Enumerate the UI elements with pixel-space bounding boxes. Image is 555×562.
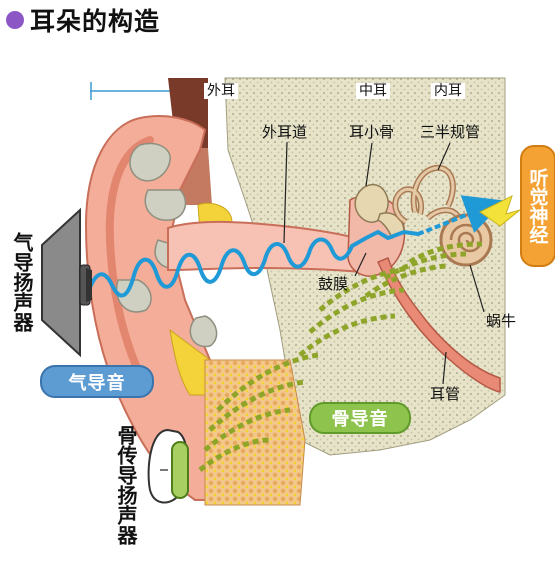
label-ossicles: 耳小骨	[349, 123, 395, 141]
bone-speaker-label: 骨传导扬声器	[114, 425, 138, 545]
section-inner-ear: 内耳	[431, 83, 465, 99]
leader-lines	[160, 141, 485, 471]
air-speaker-label: 气导扬声器	[10, 232, 34, 332]
nerve-arrow	[479, 195, 521, 227]
section-outer-ear: 外耳	[204, 83, 238, 99]
cheek-tissue	[204, 359, 306, 506]
air-speaker-icon	[41, 207, 92, 358]
label-semicircular-canals: 三半规管	[420, 123, 481, 141]
air-conduction-sound-badge: 气导音	[40, 365, 154, 398]
bone-conduction-sound-badge: 骨导音	[309, 402, 411, 434]
section-middle-ear: 中耳	[356, 83, 390, 99]
title-bullet-icon	[6, 11, 24, 29]
label-eardrum: 鼓膜	[318, 275, 349, 293]
label-ear-canal: 外耳道	[262, 123, 308, 141]
label-eustachian-tube: 耳管	[430, 385, 461, 403]
air-conduction-wave	[84, 229, 420, 302]
page-title: 耳朵的构造	[6, 3, 160, 37]
label-cochlea: 蜗牛	[486, 312, 517, 330]
cartilage	[129, 142, 171, 182]
bone-conduction-waves	[198, 241, 483, 472]
ossicles	[354, 184, 389, 223]
auditory-nerve-badge: 听觉神经	[520, 145, 555, 267]
bone-speaker-icon	[147, 428, 189, 504]
